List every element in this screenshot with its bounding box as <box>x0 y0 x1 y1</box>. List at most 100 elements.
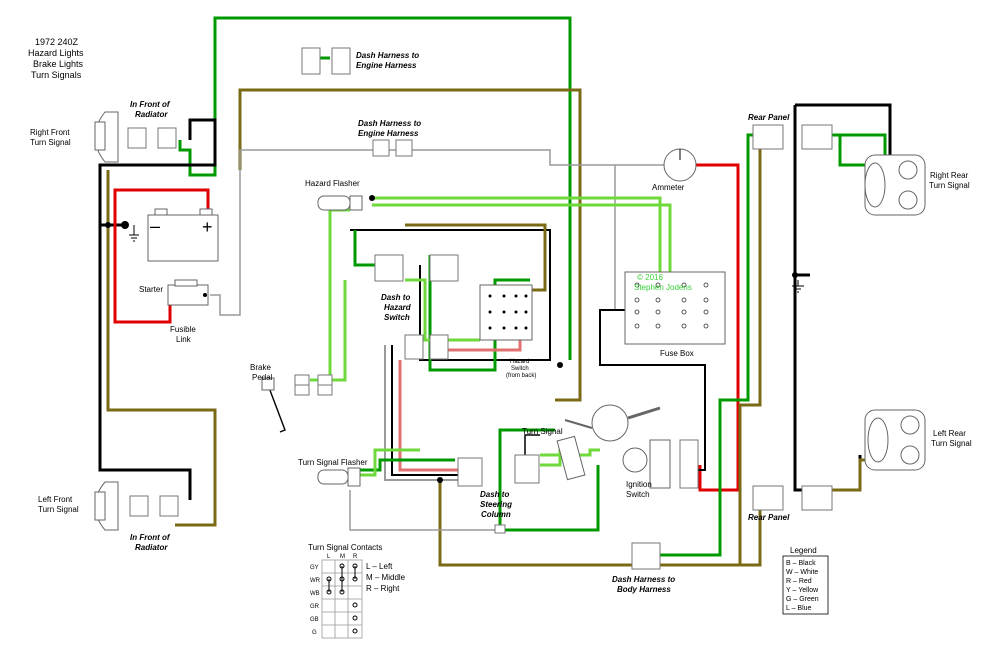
turn-signal-flasher <box>317 469 349 485</box>
contacts-key-middle: M – Middle <box>366 573 406 582</box>
label-left-front-2: Turn Signal <box>38 505 79 514</box>
wire-green-right-rear <box>822 133 887 167</box>
contacts-col-m: M <box>340 554 345 560</box>
label-ignition-2: Switch <box>626 490 650 499</box>
wire-green-hazard-1 <box>353 230 375 267</box>
wire-gray-turn-flasher <box>349 490 500 531</box>
title-line1: Hazard Lights <box>28 48 84 58</box>
dash-hazard-connector-b <box>429 254 459 282</box>
contacts-row-gr: GR <box>310 604 320 610</box>
battery-plus-symbol: + <box>202 217 213 237</box>
dash-steering-connector <box>457 457 483 487</box>
label-brake-pedal-2: Pedal <box>252 373 273 382</box>
right-front-connector-b <box>157 127 177 149</box>
dash-engine-connector-mid-b <box>395 139 413 157</box>
label-dash-engine-top-2: Engine Harness <box>356 61 417 70</box>
wire-olive-left-front <box>106 170 217 527</box>
legend-item-yellow: Y – Yellow <box>786 587 819 594</box>
label-dash-hazard-1: Dash to <box>381 293 410 302</box>
wire-black-hazard-2 <box>391 345 460 476</box>
right-rear-bulb-c <box>898 190 918 210</box>
title-line3: Turn Signals <box>31 70 82 80</box>
label-ignition-1: Ignition <box>626 480 652 489</box>
contacts-col-l: L <box>327 554 331 560</box>
left-rear-bulb-c <box>900 445 920 465</box>
fuse-box-contacts <box>634 282 709 329</box>
legend-item-white: W – White <box>786 569 818 576</box>
label-hazard-flasher: Hazard Flasher <box>305 179 360 188</box>
contacts-table-title: Turn Signal Contacts <box>308 543 382 552</box>
label-fusible-link-1: Fusible <box>170 325 196 334</box>
brake-switch-connector-d <box>317 384 333 396</box>
label-turn-signal-flasher: Turn Signal Flasher <box>298 458 368 467</box>
label-dash-steering-1: Dash to <box>480 490 509 499</box>
right-rear-bulb-b <box>898 160 918 180</box>
ignition-switch-body <box>649 439 671 489</box>
rear-panel-connector-top <box>752 124 784 150</box>
wire-black-right-front <box>98 118 217 170</box>
label-dash-body-1: Dash Harness to <box>612 575 675 584</box>
brake-switch-connector-b <box>317 374 333 386</box>
starter <box>167 284 209 306</box>
label-dash-engine-mid-2: Engine Harness <box>358 129 419 138</box>
left-front-connector-a <box>129 495 149 517</box>
title-block: 1972 240Z Hazard Lights Brake Lights Tur… <box>28 37 84 80</box>
ignition-connector <box>679 439 699 489</box>
label-dash-steering-2: Steering <box>480 500 512 509</box>
battery-terminal-neg <box>154 208 168 216</box>
turn-signal-switch <box>556 435 586 481</box>
left-rear-bulb-b <box>900 415 920 435</box>
wire-olive-top <box>238 88 582 402</box>
label-dash-body-2: Body Harness <box>617 585 671 594</box>
wire-green-hazard-2 <box>428 255 530 372</box>
wire-gray-hazard <box>384 345 460 481</box>
wire-red-ammeter <box>690 163 740 492</box>
hazard-switch <box>479 284 533 341</box>
left-front-socket <box>94 491 106 521</box>
label-dash-hazard-2: Hazard <box>384 303 412 312</box>
contacts-row-gy: GY <box>310 565 319 571</box>
wire-lightgreen-brake <box>310 280 347 382</box>
battery-minus-symbol: – <box>150 216 160 236</box>
turn-signal-flasher-plug <box>347 467 361 487</box>
label-dash-engine-top-1: Dash Harness to <box>356 51 419 60</box>
junction-dot <box>792 272 798 278</box>
brake-switch-connector-c <box>294 384 310 396</box>
turn-flasher-end-connector <box>494 524 506 534</box>
label-hazard-switch-back-1: Hazard <box>510 359 529 365</box>
junction-dot <box>105 222 111 228</box>
label-right-rear-2: Turn Signal <box>929 181 970 190</box>
label-hazard-switch-back-2: Switch <box>511 366 529 372</box>
wire-black-left-ground-trunk <box>98 170 192 500</box>
label-rear-panel-bottom: Rear Panel <box>748 513 790 522</box>
ground-icon <box>129 225 139 242</box>
label-fusible-link-2: Link <box>176 335 192 344</box>
contacts-key-right: R – Right <box>366 584 400 593</box>
junction-dot <box>369 195 375 201</box>
legend-item-black: B – Black <box>786 560 816 567</box>
hazard-flasher-plug <box>349 195 363 211</box>
legend-title: Legend <box>790 546 817 555</box>
label-ammeter: Ammeter <box>652 183 685 192</box>
label-right-rear-1: Right Rear <box>930 171 969 180</box>
turn-signal-contacts-table <box>321 559 363 639</box>
dash-engine-connector-mid-a <box>372 139 390 157</box>
wire-olive-rear-right <box>438 135 762 567</box>
label-right-front-2: Turn Signal <box>30 138 71 147</box>
wire-pink-hazard-1 <box>398 360 460 472</box>
legend-item-blue: L – Blue <box>786 605 812 612</box>
starter-top <box>174 279 198 287</box>
contacts-row-g: G <box>312 630 317 636</box>
wire-lightgreen-hazard-4 <box>405 278 480 342</box>
label-radiator-bottom-2: Radiator <box>135 543 168 552</box>
label-brake-pedal-1: Brake <box>250 363 271 372</box>
label-radiator-bottom-1: In Front of <box>130 533 171 542</box>
ignition-switch-knob <box>622 447 648 473</box>
contacts-key-left: L – Left <box>366 562 393 571</box>
brake-pedal-arm <box>267 384 286 433</box>
right-rear-connector <box>801 124 833 150</box>
junction-dot <box>437 477 443 483</box>
copyright-author: Stephen Jodens <box>634 283 692 292</box>
junction-dot <box>121 221 129 229</box>
